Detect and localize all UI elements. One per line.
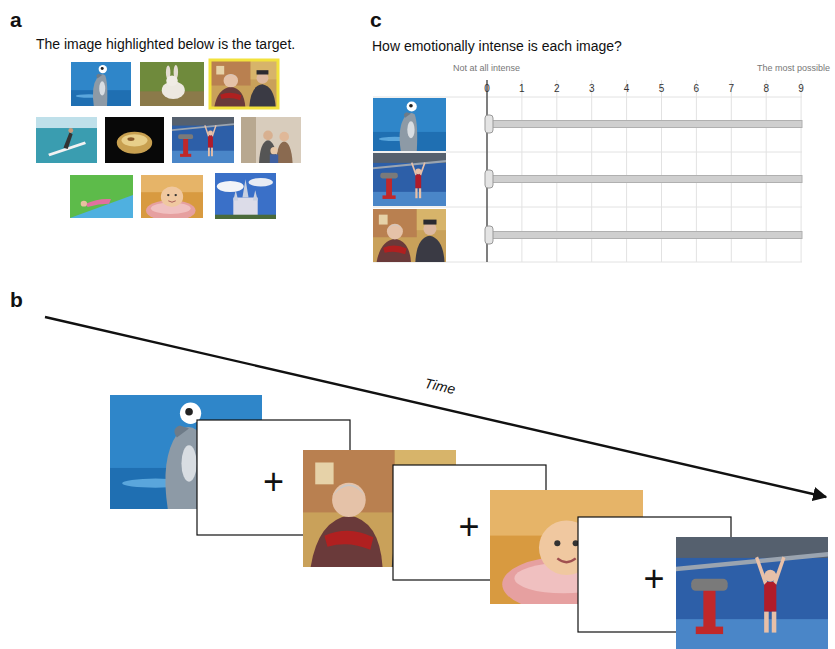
fixation-cross-card: + bbox=[578, 521, 730, 636]
target-highlight bbox=[210, 60, 278, 108]
photo-family bbox=[241, 117, 301, 163]
photo-food bbox=[105, 117, 164, 163]
fixation-cross-card: + bbox=[197, 424, 350, 539]
scale-number: 4 bbox=[624, 83, 630, 95]
row-line bbox=[373, 97, 802, 98]
photo-oldman bbox=[211, 61, 277, 107]
slider-handle bbox=[485, 170, 493, 188]
scale-number: 6 bbox=[694, 83, 700, 95]
scale-number: 2 bbox=[554, 83, 560, 95]
scale-anchor: Not at all intense bbox=[453, 63, 520, 73]
scale-number: 1 bbox=[519, 83, 525, 95]
slider-track bbox=[487, 232, 802, 239]
photo-windsurf bbox=[36, 117, 97, 163]
slider-track bbox=[487, 176, 802, 183]
photo-slide bbox=[70, 175, 133, 218]
slider-handle bbox=[485, 226, 493, 244]
photo-dolphin bbox=[373, 98, 446, 151]
photo-castle bbox=[215, 173, 276, 219]
scale-number: 8 bbox=[763, 83, 769, 95]
panel-letter: c bbox=[370, 8, 382, 32]
row-line bbox=[373, 207, 802, 208]
scale-anchor: The most possible bbox=[757, 63, 830, 73]
photo-gymnast bbox=[172, 117, 234, 163]
scale-number: 5 bbox=[659, 83, 665, 95]
fixation-cross-card: + bbox=[393, 469, 545, 584]
photo-gymnast bbox=[676, 537, 828, 649]
panel-letter: a bbox=[10, 8, 22, 32]
scale-number: 9 bbox=[798, 83, 804, 95]
photo-gymnast bbox=[373, 153, 446, 206]
photo-oldman bbox=[373, 209, 446, 262]
panel-letter: b bbox=[10, 288, 23, 312]
slider-handle bbox=[485, 115, 493, 133]
scale-number: 3 bbox=[589, 83, 595, 95]
photo-baby bbox=[141, 175, 203, 221]
scale-number: 0 bbox=[484, 83, 490, 95]
photo-dolphin bbox=[71, 62, 131, 106]
scale-number: 7 bbox=[729, 83, 735, 95]
time-label: Time bbox=[423, 375, 457, 398]
slider-track bbox=[487, 121, 802, 128]
question-text: How emotionally intense is each image? bbox=[372, 38, 622, 54]
instruction-text: The image highlighted below is the targe… bbox=[36, 36, 295, 52]
fixation-cross: + bbox=[643, 561, 664, 597]
fixation-cross: + bbox=[263, 464, 284, 500]
row-line bbox=[373, 152, 802, 153]
photo-rabbit bbox=[140, 62, 204, 106]
fixation-cross: + bbox=[458, 509, 479, 545]
